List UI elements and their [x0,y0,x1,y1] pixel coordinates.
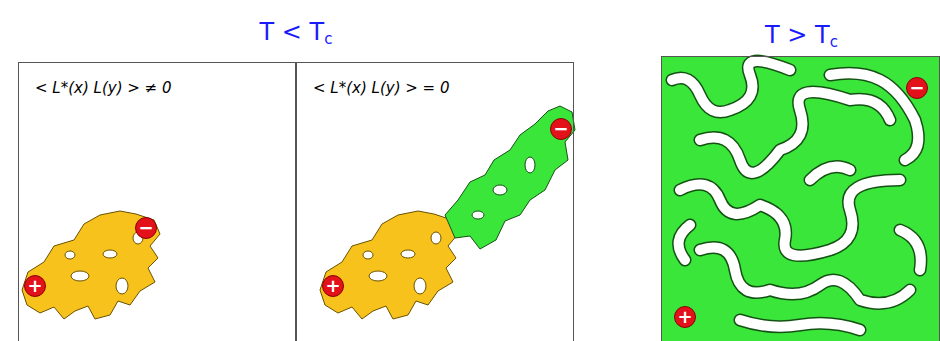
charge-sign: − [553,118,568,139]
phase-panel: < L*(x) L(y) > = 0 + − [296,62,574,341]
cluster-blob [445,106,575,249]
correlator-label: < L*(x) L(y) > = 0 [313,79,449,97]
phase-panel: T > Tc−+ [661,56,940,341]
charge-symbol: + [24,275,46,297]
charge-symbol: − [906,77,928,99]
charge-sign: + [27,275,42,296]
charge-sign: + [325,275,340,296]
phase-heading: T < Tc [260,18,333,48]
charge-sign: + [677,306,692,327]
charge-symbol: − [550,118,572,140]
charge-symbol: + [674,306,696,328]
cluster-blob [320,211,458,319]
charge-sign: − [138,217,153,238]
phase-heading: T > Tc [765,21,838,51]
charge-symbol: − [135,217,157,239]
cluster-blob [22,211,160,319]
charge-symbol: + [322,275,344,297]
correlator-label: < L*(x) L(y) > ≠ 0 [35,79,171,97]
percolating-cluster [661,56,940,341]
phase-panel: < L*(x) L(y) > ≠ 0 + − [18,62,296,341]
charge-sign: − [909,77,924,98]
